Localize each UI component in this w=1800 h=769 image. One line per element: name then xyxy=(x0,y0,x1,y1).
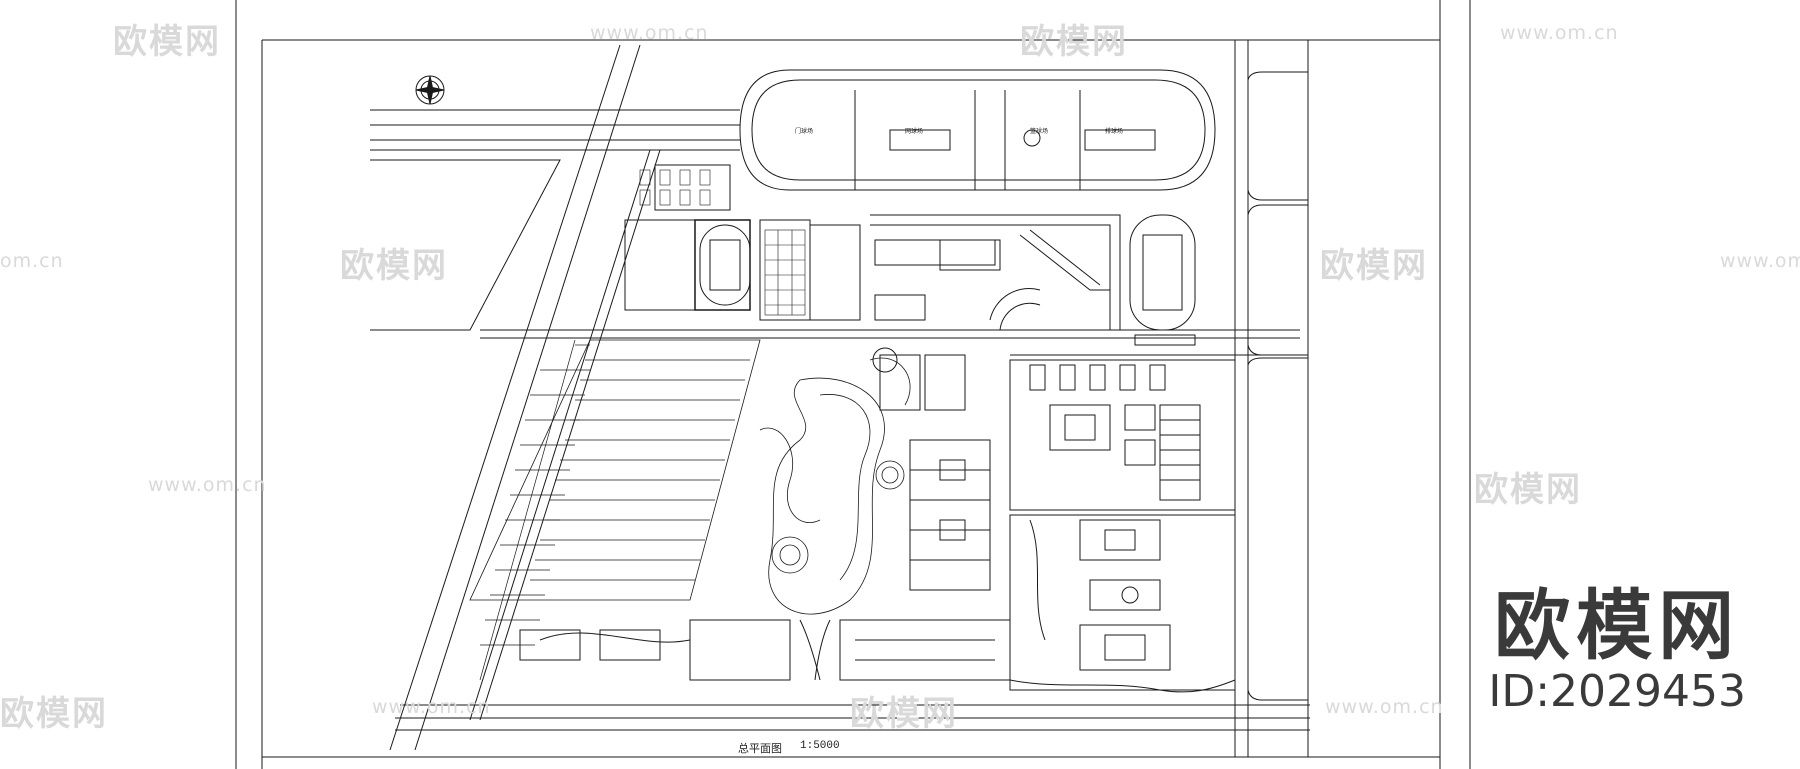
watermark-brand: 欧模网 xyxy=(850,694,958,734)
central-park xyxy=(759,357,911,615)
watermark-brand: 欧模网 xyxy=(1320,246,1428,286)
watermark-brand: 欧模网 xyxy=(113,22,221,62)
building-grid-pattern xyxy=(639,169,806,316)
bottom-building-strip xyxy=(519,619,1236,693)
right-block-zone xyxy=(1009,359,1236,691)
watermark-brand: 欧模网 xyxy=(1020,22,1128,62)
brand-name: 欧模网 xyxy=(1494,581,1741,670)
field-label-4: 排球场 xyxy=(1105,127,1123,135)
watermark-url: www.om.cn xyxy=(1720,250,1800,272)
plan-title: 总平面图 xyxy=(738,743,782,755)
farmland-strips xyxy=(479,339,590,681)
north-arrow-icon xyxy=(415,75,445,105)
roads xyxy=(370,40,1310,758)
central-academic-blocks xyxy=(872,347,991,591)
model-id: ID:2029453 xyxy=(1488,666,1746,717)
watermark-url: om.cn xyxy=(0,250,64,272)
watermark-brand: 欧模网 xyxy=(0,694,108,734)
field-label-1: 门球场 xyxy=(795,127,813,135)
field-label-2: 网球场 xyxy=(905,127,923,135)
field-label-3: 篮球场 xyxy=(1030,127,1048,135)
plan-scale: 1:5000 xyxy=(800,740,840,752)
watermark-url: www.om.cn xyxy=(1325,696,1444,718)
watermark-brand: 欧模网 xyxy=(340,246,448,286)
watermark-url: www.om.cn xyxy=(590,22,709,44)
sports-ground-top xyxy=(739,69,1216,191)
brand-block: 欧模网 ID:2029453 xyxy=(1488,586,1746,718)
upper-campus xyxy=(624,164,1196,346)
watermark-brand: 欧模网 xyxy=(1474,470,1582,510)
field-labels: 门球场 网球场 篮球场 排球场 xyxy=(795,127,1123,135)
watermark-url: www.om.cn xyxy=(372,696,491,718)
left-residential-zone xyxy=(469,339,761,601)
watermark-url: www.om.cn xyxy=(1500,22,1619,44)
watermark-url: www.om.cn xyxy=(148,474,267,496)
